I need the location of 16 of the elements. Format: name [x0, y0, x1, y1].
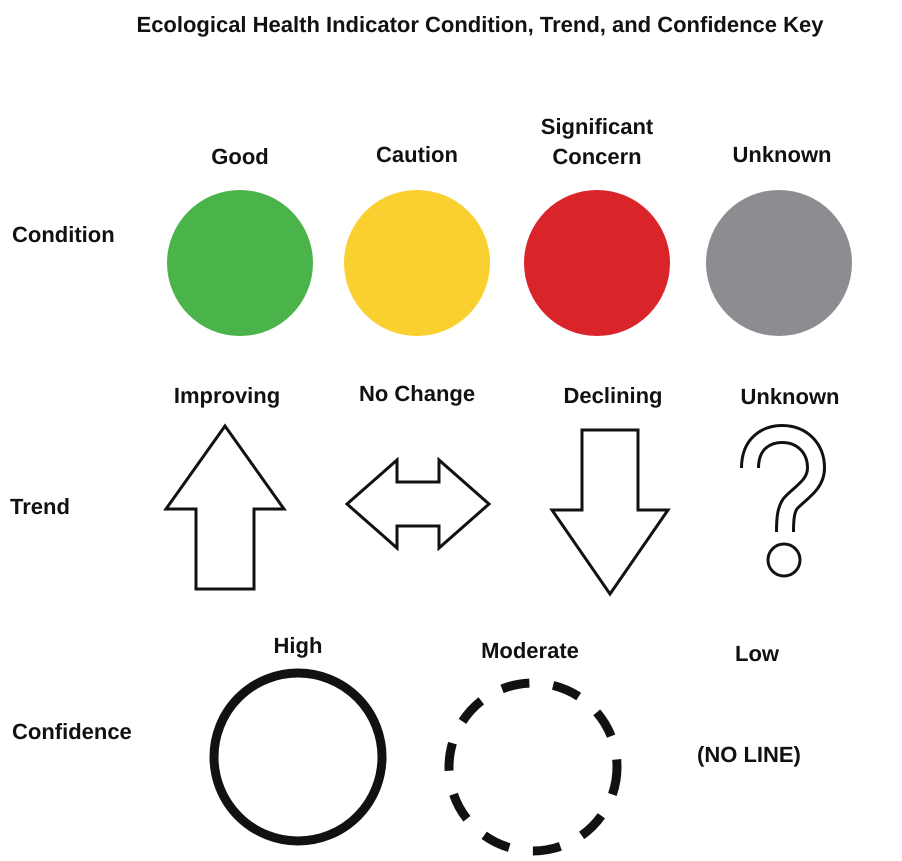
legend-label: Good — [210, 143, 270, 171]
legend-label: No Change — [358, 380, 476, 408]
title: Ecological Health Indicator Condition, Trend, and Confidence Key — [136, 11, 824, 39]
legend-label: Unknown — [740, 383, 840, 411]
legend-label: Unknown — [732, 141, 832, 169]
row-heading: Condition — [12, 222, 115, 248]
note: (NO LINE) — [697, 742, 801, 768]
legend-label: Improving — [172, 382, 282, 410]
legend-label: Declining — [562, 382, 664, 410]
legend-label: Significant Concern — [540, 113, 654, 171]
row-heading: Confidence — [12, 719, 132, 745]
legend-label: Caution — [375, 141, 459, 169]
legend-label: High — [272, 632, 324, 660]
legend-label: Moderate — [480, 637, 580, 665]
legend-label: Low — [734, 640, 780, 668]
row-heading: Trend — [10, 494, 70, 520]
